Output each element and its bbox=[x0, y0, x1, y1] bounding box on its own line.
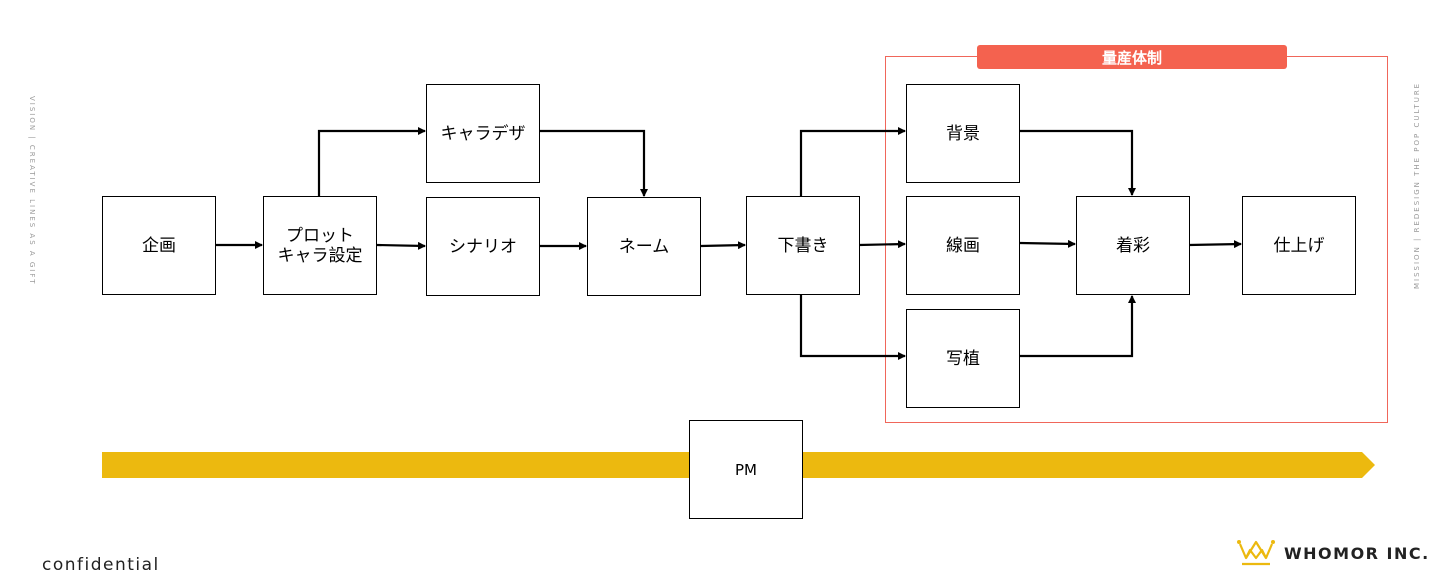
node-charadesign: キャラデザ bbox=[426, 84, 540, 183]
node-shashoku: 写植 bbox=[906, 309, 1020, 408]
node-name: ネーム bbox=[587, 197, 701, 296]
node-haikei: 背景 bbox=[906, 84, 1020, 183]
node-plot: プロット キャラ設定 bbox=[263, 196, 377, 295]
node-kikaku: 企画 bbox=[102, 196, 216, 295]
arrow-chakusai-shiage bbox=[1188, 240, 1242, 249]
arrow-shitagaki-senga bbox=[858, 240, 906, 249]
arrow-name-shitagaki bbox=[700, 241, 746, 250]
arrow-plot-scenario bbox=[376, 241, 426, 250]
arrow-plot-charadesign bbox=[317, 127, 426, 196]
node-chakusai: 着彩 bbox=[1076, 196, 1190, 295]
node-shitagaki: 下書き bbox=[746, 196, 860, 295]
arrow-shitagaki-haikei bbox=[799, 127, 906, 196]
node-scenario: シナリオ bbox=[426, 197, 540, 296]
confidential-label: confidential bbox=[42, 555, 160, 575]
arrow-charadesign-name bbox=[540, 129, 648, 197]
arrow-haikei-chakusai bbox=[1020, 129, 1136, 196]
company-logo: WHOMOR INC. bbox=[1236, 538, 1430, 568]
arrow-shashoku-chakusai bbox=[1020, 295, 1136, 358]
arrow-senga-chakusai bbox=[1019, 239, 1076, 248]
node-pm: PM bbox=[689, 420, 803, 519]
node-senga: 線画 bbox=[906, 196, 1020, 295]
crown-icon bbox=[1237, 540, 1275, 566]
node-shiage: 仕上げ bbox=[1242, 196, 1356, 295]
mass-production-label: 量産体制 bbox=[977, 45, 1287, 69]
logo-text: WHOMOR INC. bbox=[1284, 543, 1430, 563]
arrow-shitagaki-shashoku bbox=[799, 295, 906, 360]
